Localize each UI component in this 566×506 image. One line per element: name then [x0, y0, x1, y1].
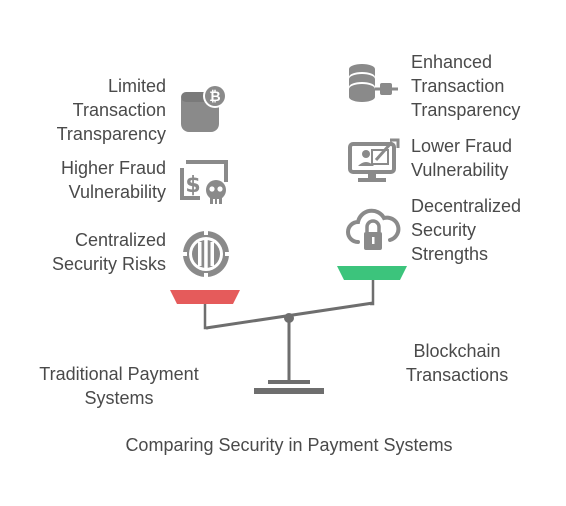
blockchain-transactions-label: Blockchain Transactions — [405, 341, 509, 385]
cloud-lock-icon — [346, 208, 401, 250]
right-hanger — [370, 280, 375, 306]
scale-base — [254, 388, 324, 394]
svg-text:$: $ — [185, 173, 200, 198]
right-pan — [337, 266, 407, 280]
diagram-caption: Comparing Security in Payment Systems — [125, 435, 453, 455]
right-item-decentralized-strengths-label: Decentralized Security Strengths — [411, 196, 522, 264]
wallet-bitcoin-icon: ₿ — [181, 84, 227, 132]
database-network-icon — [349, 64, 398, 102]
traditional-payment-label: Traditional Payment Systems — [39, 364, 199, 408]
left-item-limited-transparency-label: Limited Transaction Transparency — [56, 76, 166, 144]
money-fraud-skull-icon: $ — [180, 160, 228, 204]
scale-base-top — [268, 380, 310, 384]
vault-icon — [182, 230, 230, 278]
left-item-higher-fraud-label: Higher Fraud Vulnerability — [60, 158, 166, 202]
right-item-lower-fraud-label: Lower Fraud Vulnerability — [411, 136, 513, 180]
svg-text:₿: ₿ — [209, 89, 220, 105]
left-hanger — [203, 304, 208, 330]
left-item-centralized-risks-label: Centralized Security Risks — [51, 230, 166, 274]
left-pan — [170, 290, 240, 304]
right-item-enhanced-transparency-label: Enhanced Transaction Transparency — [411, 52, 521, 120]
computer-security-icon — [348, 138, 400, 182]
